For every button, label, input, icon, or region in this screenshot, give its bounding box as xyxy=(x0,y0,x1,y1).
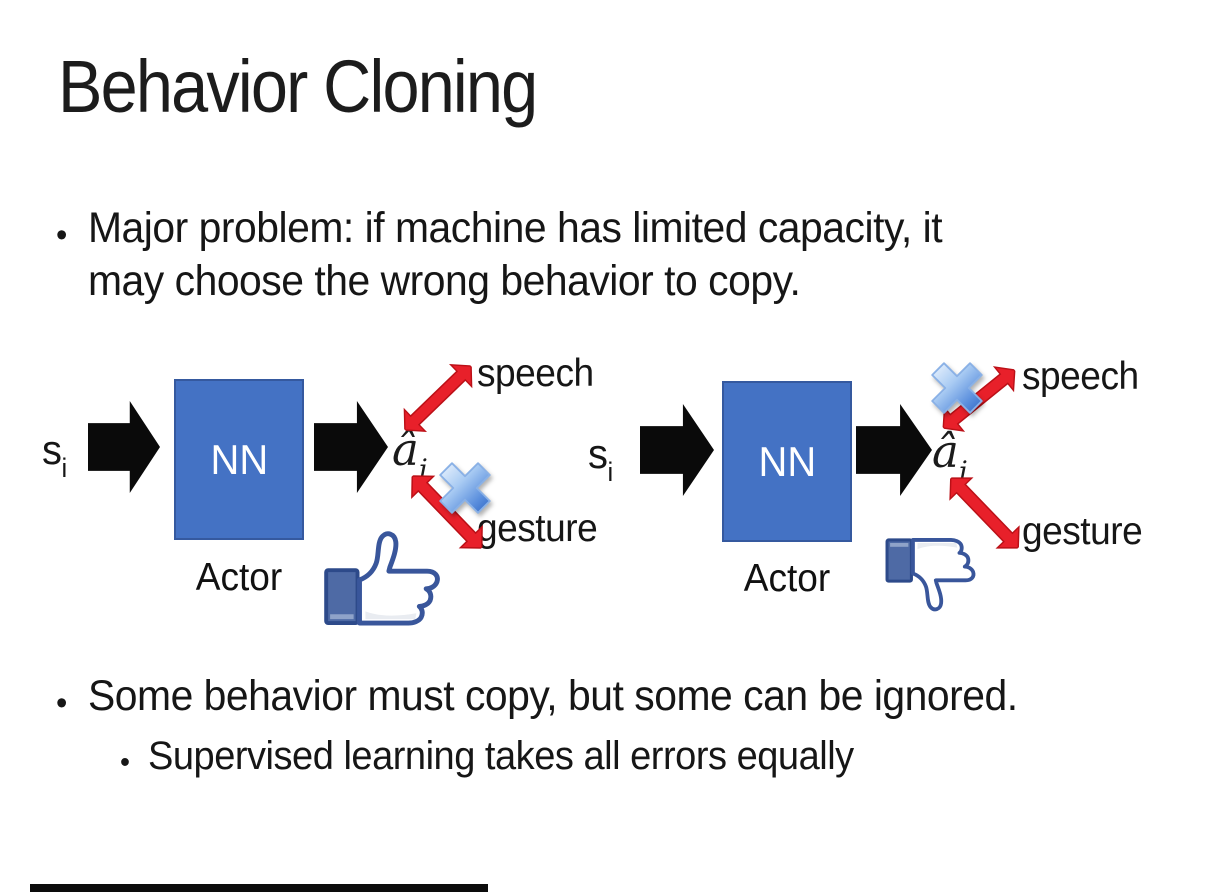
left-state-input-label: si xyxy=(42,426,68,484)
right-actor-caption: Actor xyxy=(743,557,831,600)
left-speech-label: speech xyxy=(477,352,594,395)
left-nn-box: NN xyxy=(174,379,304,540)
right-output-arrow-icon xyxy=(856,404,932,496)
thumbs-down-icon xyxy=(885,538,976,612)
bullet-some-behavior: Some behavior must copy, but some can be… xyxy=(88,672,1018,720)
bullet-major-problem-line1: Major problem: if machine has limited ca… xyxy=(88,204,943,252)
right-action-output-label: âi xyxy=(932,425,968,488)
right-state-input-label: si xyxy=(588,430,614,488)
left-actor-caption: Actor xyxy=(195,556,283,599)
bullet-icon: • xyxy=(56,216,67,254)
left-cross-icon xyxy=(439,462,491,514)
sub-bullet-icon: • xyxy=(120,746,130,779)
right-gesture-label: gesture xyxy=(1022,510,1143,553)
left-nn-label: NN xyxy=(210,435,268,483)
left-input-arrow-icon xyxy=(88,401,160,493)
bullet-icon: • xyxy=(56,684,67,722)
right-input-arrow-icon xyxy=(640,404,714,496)
thumbs-up-icon xyxy=(324,531,440,626)
right-cross-icon xyxy=(931,362,983,414)
bottom-edge-bar xyxy=(30,884,488,892)
left-gesture-label: gesture xyxy=(477,507,598,550)
left-gesture-arrow-icon xyxy=(411,475,483,549)
right-nn-label: NN xyxy=(758,437,816,485)
page-title: Behavior Cloning xyxy=(58,45,538,128)
bullet-major-problem-line2: may choose the wrong behavior to copy. xyxy=(88,257,801,305)
left-speech-arrow-icon xyxy=(403,364,473,432)
left-output-arrow-icon xyxy=(314,401,388,493)
right-speech-label: speech xyxy=(1022,355,1139,398)
right-gesture-arrow-icon xyxy=(949,477,1020,549)
left-action-output-label: âi xyxy=(392,423,428,486)
bullet-supervised-learning: Supervised learning takes all errors equ… xyxy=(148,734,854,778)
right-nn-box: NN xyxy=(722,381,852,542)
